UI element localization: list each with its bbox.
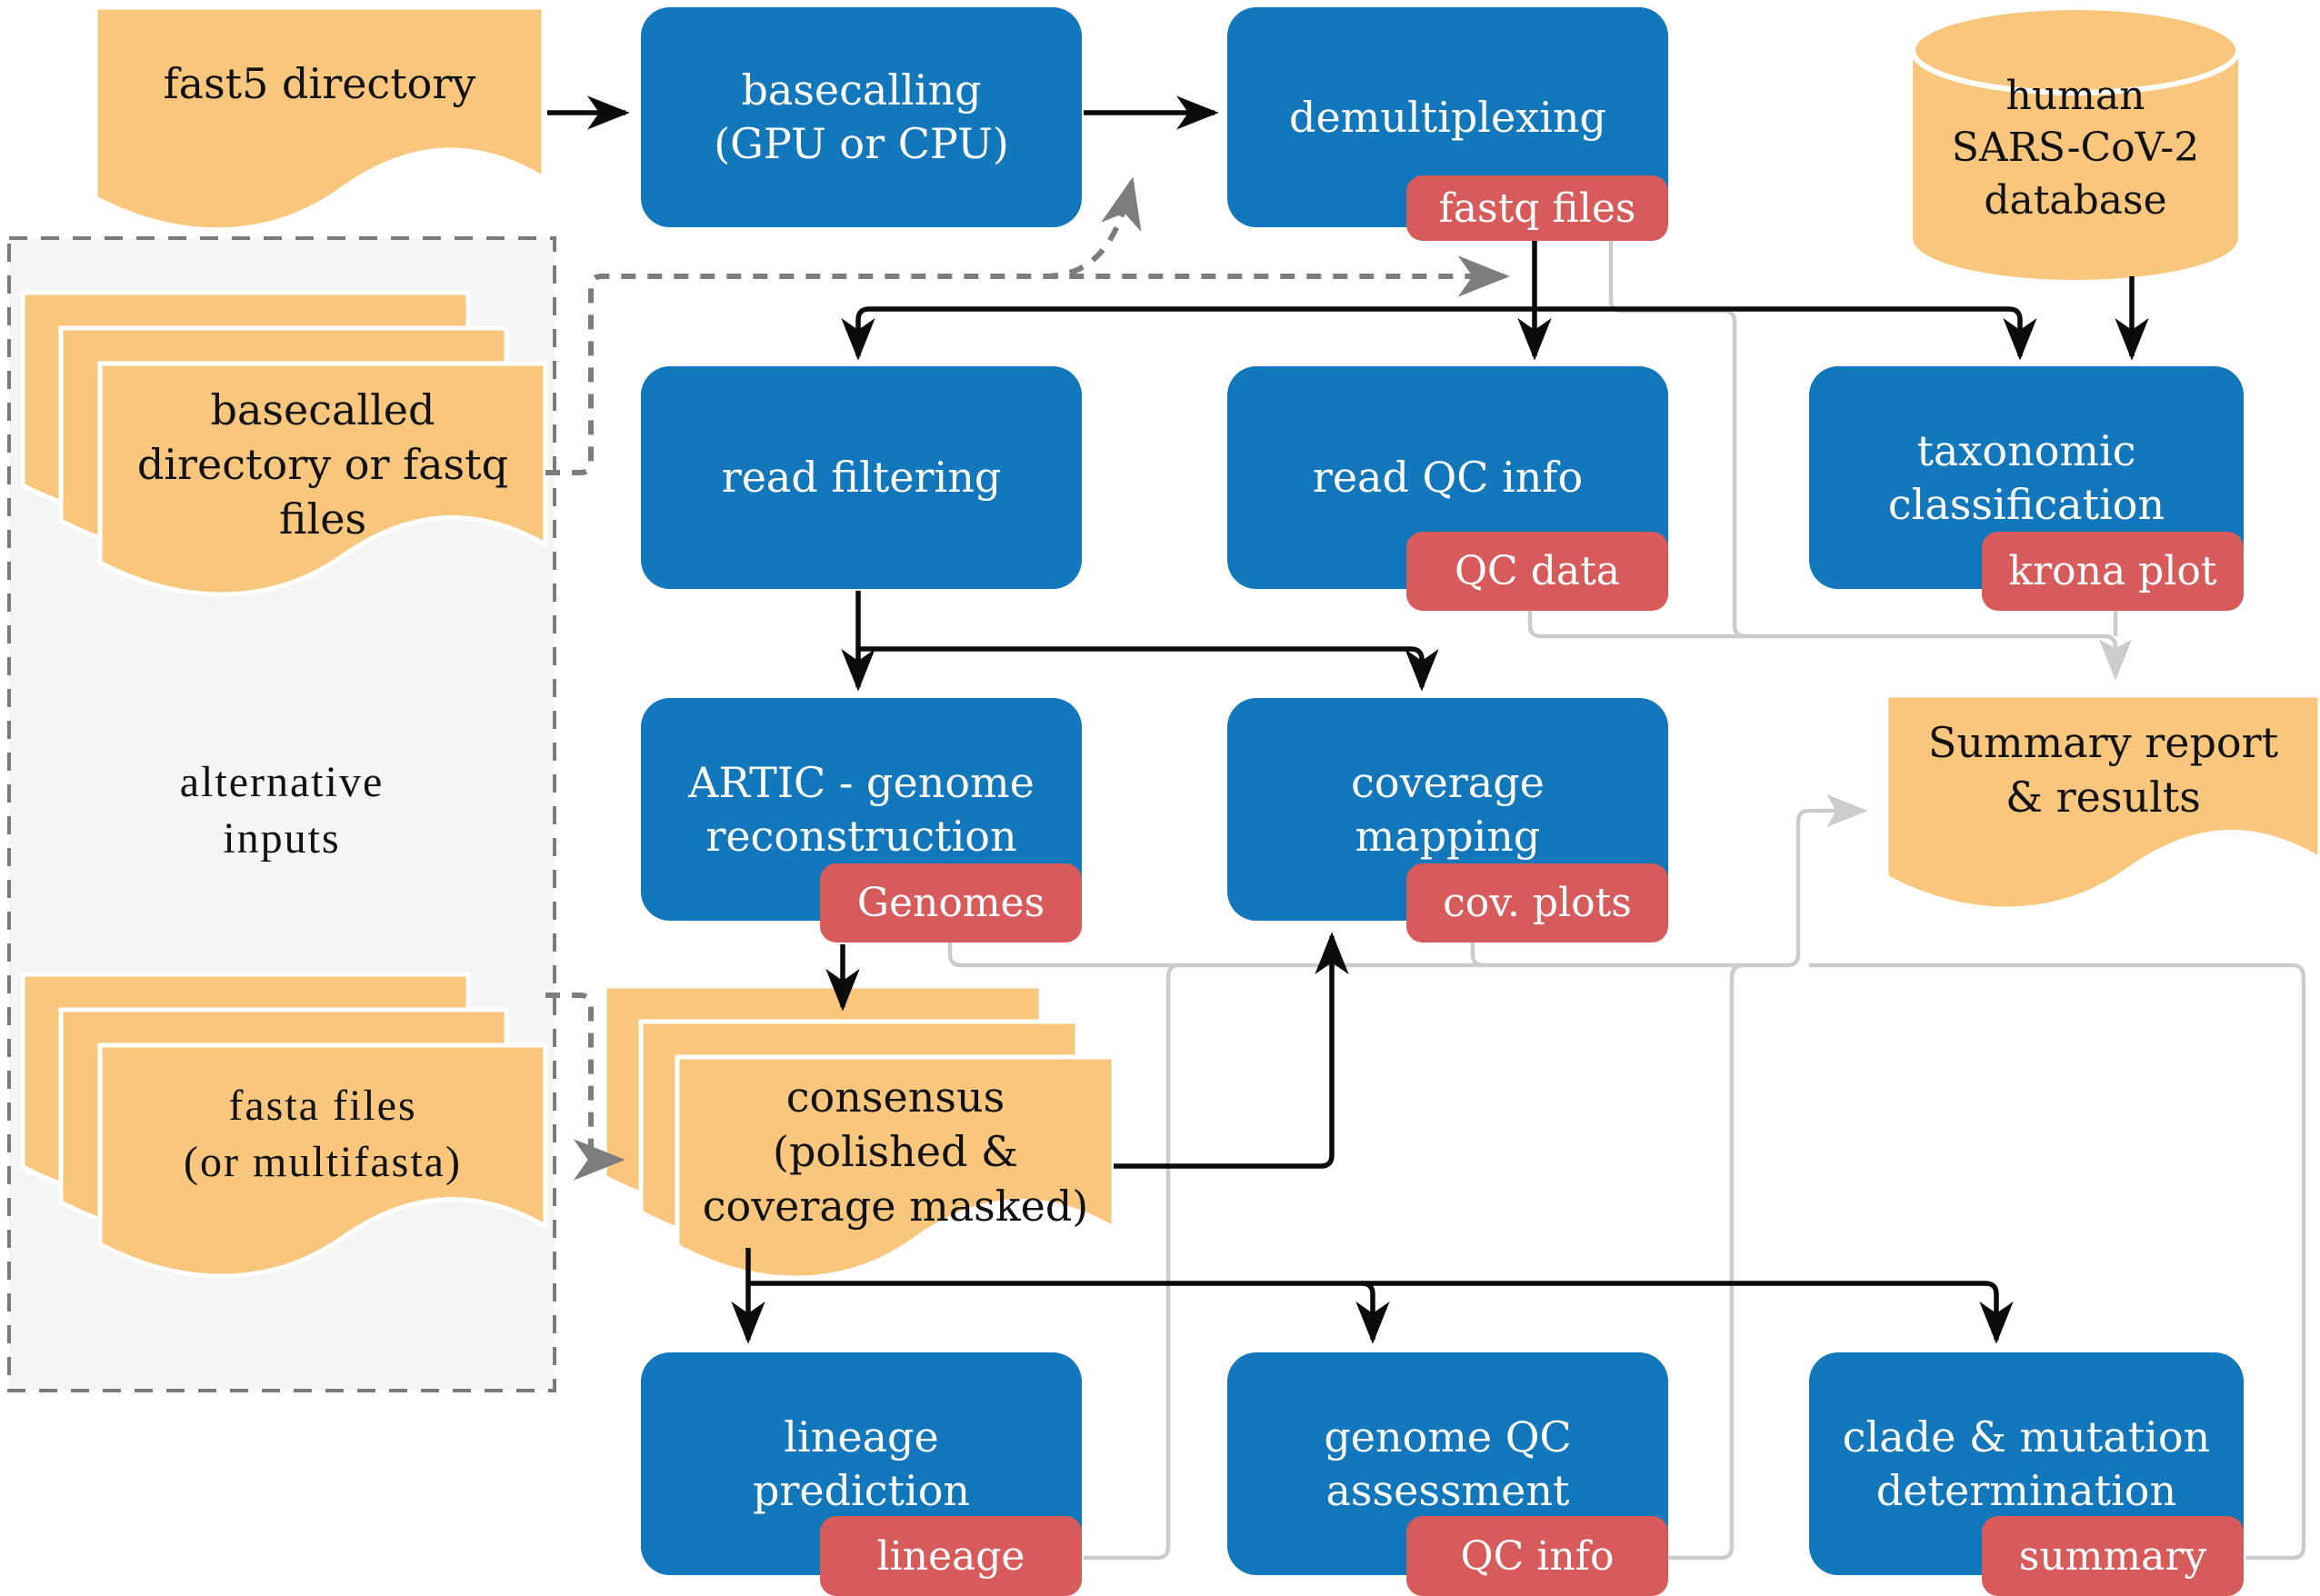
basecalled-doc-shape: [97, 361, 548, 597]
edge-consensus-clade: [748, 1281, 2014, 1344]
badge-fastq-files: fastq files: [1406, 175, 1668, 241]
consensus-doc-shape: [675, 1054, 1116, 1281]
fasta-doc-shape: [97, 1042, 548, 1279]
fast5-doc-shape: [93, 5, 546, 233]
consensus-label: consensus (polished & coverage masked): [702, 1072, 1089, 1231]
edge-lineage-to-summary: [1084, 963, 1180, 1561]
badge-genomes: Genomes: [820, 863, 1082, 943]
badge-qc-info: QC info: [1406, 1516, 1668, 1596]
edge-summarybadge-to-summary: [1809, 963, 2306, 1561]
edge-qcdata-to-summary: [1527, 611, 2132, 681]
edges-alternative-dashed: [545, 176, 1510, 1181]
badge-summary: summary: [1982, 1516, 2244, 1596]
edge-consensus-coverage: [1114, 932, 1349, 1169]
node-basecalling: basecalling (GPU or CPU): [641, 7, 1082, 227]
basecalled-input-label: basecalled directory or fastq files: [136, 385, 509, 544]
summary-report-doc-shape: [1884, 693, 2320, 912]
edge-covplots-to-summary: [1470, 943, 1485, 968]
document-shapes: [20, 5, 2320, 1281]
edge-fasta-to-consensus: [545, 993, 625, 1181]
edge-fastq-readfiltering: [841, 306, 1535, 361]
edge-qcinfo-to-summary: [1667, 963, 1744, 1561]
database-cylinder-top: [1910, 5, 2241, 95]
edges-pipeline-black: [547, 95, 2149, 1344]
node-read-filtering: read filtering: [641, 366, 1082, 589]
edge-alt-to-demultiplexing: [1043, 176, 1142, 279]
alternative-inputs-label: alternative inputs: [179, 757, 385, 863]
badge-krona-plot: krona plot: [1982, 532, 2244, 611]
database-label: human SARS-CoV-2 database: [1951, 73, 2200, 224]
badge-lineage: lineage: [820, 1516, 1082, 1596]
edge-fastq-taxonomic: [1535, 306, 2037, 361]
database-cylinder-body: [1913, 50, 2238, 280]
edge-consensus-genomeqc: [1355, 1281, 1390, 1344]
edges-results-gray: [947, 241, 2306, 1561]
summary-report-label: Summary report & results: [1927, 718, 2279, 822]
badge-cov-plots: cov. plots: [1406, 863, 1668, 943]
edge-basecalled-to-pipeline: [545, 255, 1510, 475]
edge-filtering-coverage: [858, 646, 1439, 692]
fast5-directory-label: fast5 directory: [163, 59, 476, 109]
fasta-input-label: fasta files (or multifasta): [184, 1081, 462, 1186]
badge-qc-data: QC data: [1406, 532, 1668, 611]
edge-genomes-to-summary: [947, 794, 1868, 968]
